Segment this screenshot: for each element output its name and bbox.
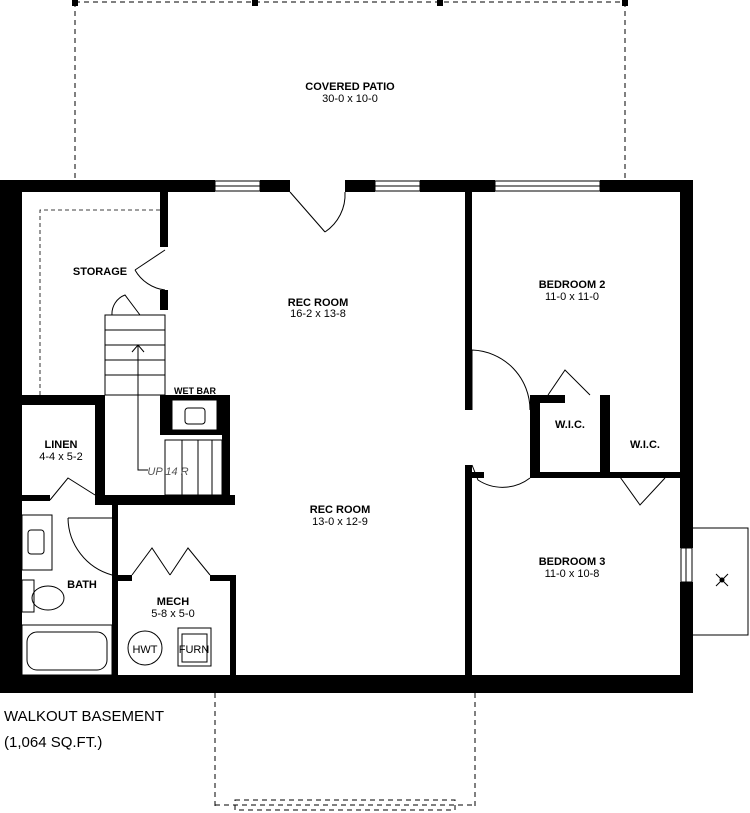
doors[interactable] [49,249,666,576]
wic-2-label: W.I.C. [630,439,660,451]
furnace-label: FURN [179,644,210,656]
wic-1-label: W.I.C. [555,419,585,431]
plumbing-fixtures [21,399,218,676]
rec-room-1-size: 16-2 x 13-8 [290,308,346,320]
lower-deck [214,693,476,811]
bath-label: BATH [67,579,97,591]
patio-label: COVERED PATIO [305,81,395,93]
patio-size: 30-0 x 10-0 [322,93,378,105]
wet-bar-label: WET BAR [174,386,216,396]
stairs[interactable] [104,314,223,496]
mech-size: 5-8 x 5-0 [151,608,194,620]
linen-label: LINEN [45,439,78,451]
covered-patio [74,1,626,180]
rec-room-2-size: 13-0 x 12-9 [312,516,368,528]
bedroom-2-size: 11-0 x 11-0 [545,291,599,303]
patio-posts [72,0,628,6]
bedroom-2-label: BEDROOM 2 [539,279,606,291]
rec-room-1-label: REC ROOM [288,297,349,309]
linen-size: 4-4 x 5-2 [39,451,82,463]
plan-area: (1,064 SQ.FT.) [4,734,103,751]
storage-label: STORAGE [73,266,127,278]
windows [214,180,693,583]
exterior-walls [0,180,693,693]
exterior-light-box [693,527,749,636]
stairs-label: UP 14 R [147,466,188,478]
interior-walls [22,192,680,675]
plan-title: WALKOUT BASEMENT [4,708,165,725]
bedroom-3-size: 11-0 x 10-8 [545,568,600,580]
bedroom-3-label: BEDROOM 3 [539,556,606,568]
rec-room-2-label: REC ROOM [310,504,371,516]
mech-label: MECH [157,596,189,608]
patio-door[interactable] [289,191,346,233]
storage-shelf [39,209,165,395]
hwt-label: HWT [132,644,157,656]
